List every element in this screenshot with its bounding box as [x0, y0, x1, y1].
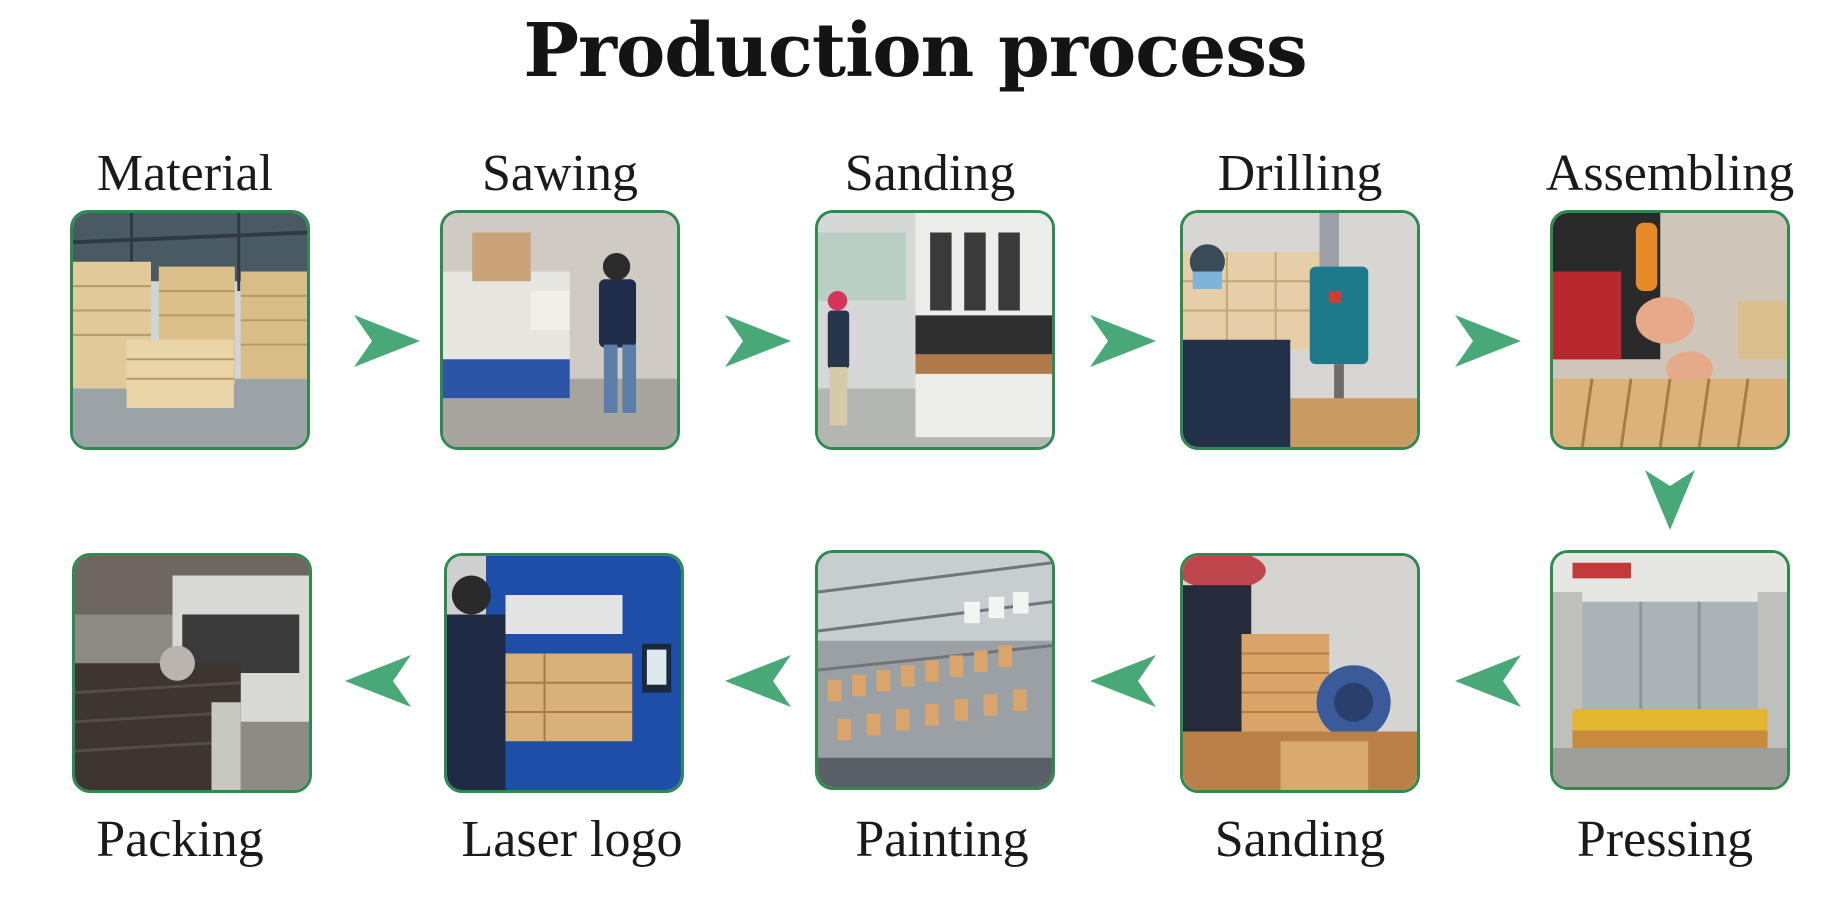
- arrow-right-icon: [1455, 315, 1521, 367]
- step-label-material: Material: [96, 145, 274, 202]
- step-photo-assembling: [1550, 210, 1790, 450]
- step-photo-painting: [815, 550, 1055, 790]
- step-photo-laser-logo: [444, 553, 684, 793]
- step-photo-sanding-1: [815, 210, 1055, 450]
- arrow-right-icon: [1090, 315, 1156, 367]
- step-label-laser-logo: Laser logo: [461, 811, 683, 868]
- step-photo-material: [70, 210, 310, 450]
- step-label-sanding-2: Sanding: [1214, 811, 1386, 868]
- arrow-right-icon: [354, 315, 420, 367]
- step-label-packing: Packing: [96, 811, 264, 868]
- step-photo-sanding-2: [1180, 553, 1420, 793]
- page-title: Production process: [523, 8, 1307, 94]
- arrow-left-icon: [725, 655, 791, 707]
- arrow-left-icon: [1090, 655, 1156, 707]
- step-label-drilling: Drilling: [1217, 145, 1383, 202]
- step-label-pressing: Pressing: [1576, 811, 1754, 868]
- step-label-assembling: Assembling: [1545, 145, 1795, 202]
- step-photo-pressing: [1550, 550, 1790, 790]
- step-photo-packing: [72, 553, 312, 793]
- arrow-left-icon: [345, 655, 411, 707]
- arrow-right-icon: [725, 315, 791, 367]
- step-label-sanding-1: Sanding: [844, 145, 1016, 202]
- arrow-down-icon: [1645, 470, 1695, 530]
- step-photo-sawing: [440, 210, 680, 450]
- step-photo-drilling: [1180, 210, 1420, 450]
- step-label-sawing: Sawing: [482, 145, 638, 202]
- step-label-painting: Painting: [855, 811, 1029, 868]
- arrow-left-icon: [1455, 655, 1521, 707]
